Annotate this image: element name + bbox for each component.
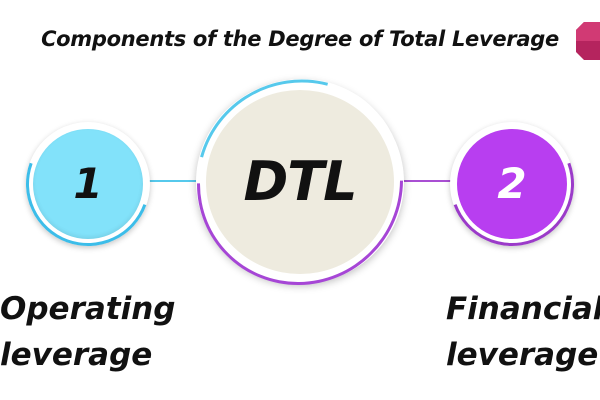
component-number: 2 — [497, 159, 527, 208]
circle-fill: 1 — [33, 129, 143, 239]
center-label: DTL — [243, 150, 357, 213]
center-circle: DTL — [154, 36, 446, 328]
center-fill: DTL — [206, 90, 394, 274]
component-label-line: leverage — [0, 337, 153, 373]
component-label-line: leverage — [446, 337, 599, 373]
component-label-financial: Financial leverage — [446, 286, 600, 378]
component-circle-2: 2 — [429, 101, 595, 267]
circle-fill: 2 — [457, 129, 567, 239]
component-label-line: Operating — [0, 291, 176, 327]
brand-hexagon-icon — [576, 22, 600, 60]
component-circle-1: 1 — [5, 101, 171, 267]
page-title: Components of the Degree of Total Levera… — [41, 27, 559, 51]
connector-left — [148, 180, 206, 182]
component-label-operating: Operating leverage — [0, 286, 176, 378]
component-label-line: Financial — [446, 291, 600, 327]
component-number: 1 — [73, 159, 103, 208]
connector-right — [396, 180, 452, 182]
